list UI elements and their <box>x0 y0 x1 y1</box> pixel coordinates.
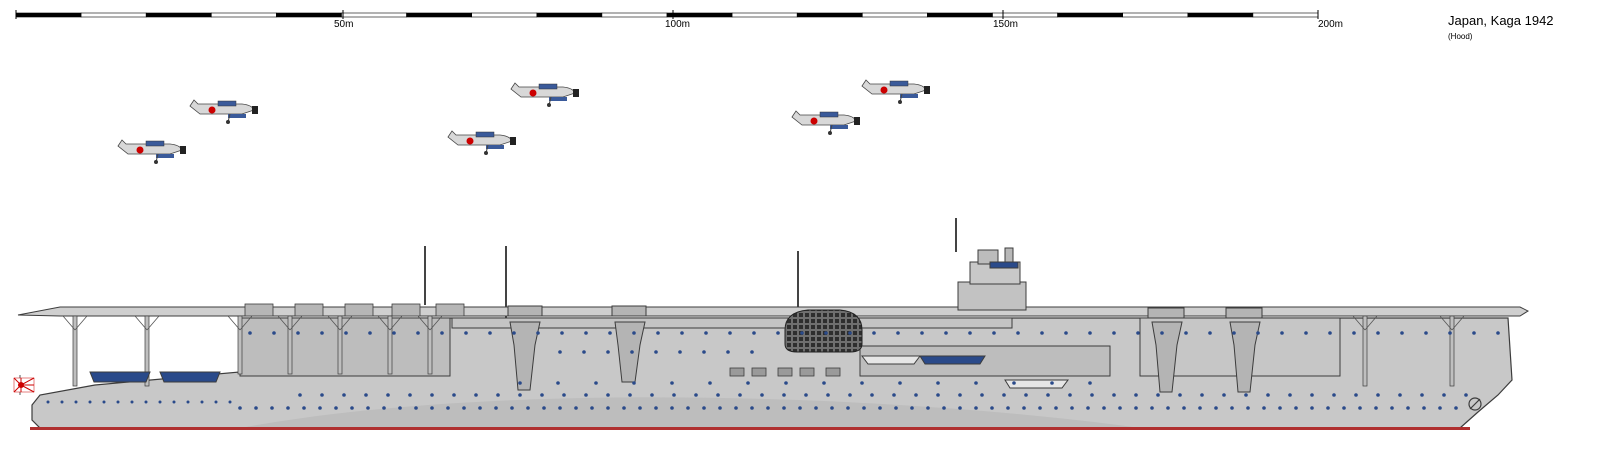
fighter-aircraft-icon <box>447 130 516 155</box>
fighter-aircraft-icon <box>189 99 258 124</box>
rising-sun-ensign-icon <box>13 375 35 395</box>
fighter-aircraft-icon <box>861 79 930 104</box>
island-superstructure <box>957 247 1027 311</box>
drawing-author: (Hood) <box>1448 32 1473 41</box>
scale-bar <box>15 10 1319 19</box>
fighter-aircraft-icon <box>117 139 186 164</box>
gun-sponsons <box>507 305 1263 393</box>
scale-label-200m: 200m <box>1318 19 1344 30</box>
portholes <box>46 331 1500 410</box>
fighter-aircraft-icon <box>510 82 579 107</box>
anchor-icon <box>1468 397 1482 411</box>
scale-label-50m: 50m <box>334 19 354 30</box>
fighter-aircraft-icon <box>791 110 860 135</box>
scale-label-150m: 150m <box>993 19 1019 30</box>
aircraft-layer <box>117 79 930 164</box>
flight-deck <box>17 306 1530 317</box>
ship-boats <box>89 355 1069 389</box>
hull-windows <box>729 367 841 377</box>
masts <box>424 218 957 318</box>
funnel-intake <box>784 309 863 353</box>
hull-shadow <box>240 397 1140 428</box>
waterline <box>30 427 1470 430</box>
deck-supports <box>62 303 1465 387</box>
drawing-title: Japan, Kaga 1942 <box>1448 13 1554 28</box>
scale-label-100m: 100m <box>665 19 691 30</box>
